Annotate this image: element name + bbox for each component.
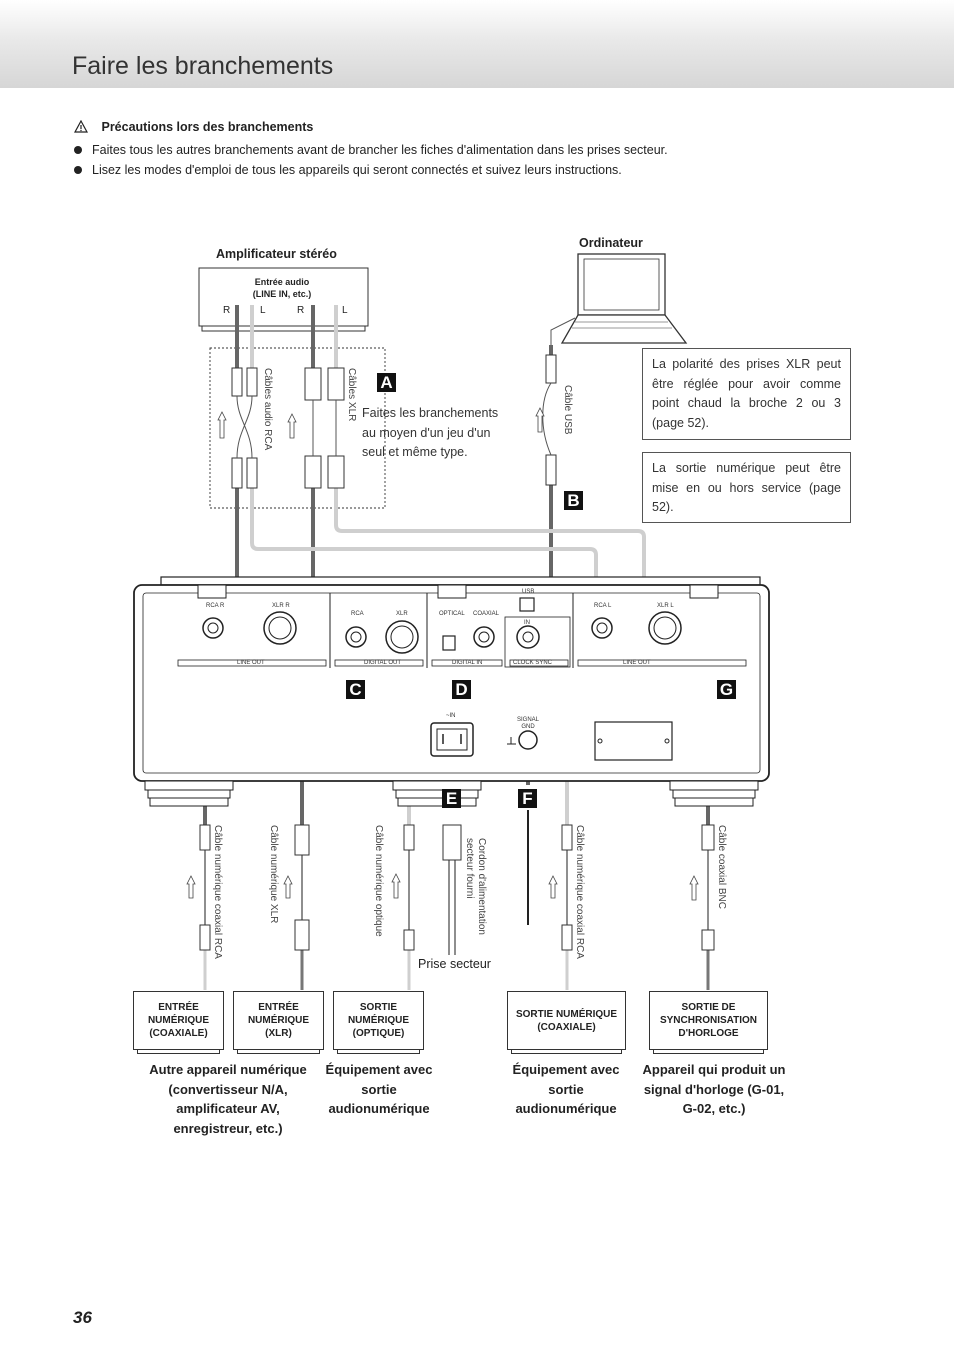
computer-title: Ordinateur (579, 236, 643, 250)
channel-label: R (223, 305, 231, 316)
marker-f: F (518, 789, 537, 808)
warning-triangle-icon (74, 120, 88, 133)
cable-label-usb: Câble USB (562, 385, 573, 435)
cable-label-digital-coax: Câble numérique coaxial RCA (212, 825, 223, 959)
panel-label-xlr-r: XLR R (272, 603, 290, 609)
device-box-label: SORTIE NUMÉRIQUE (COAXIALE) (515, 1008, 618, 1033)
marker-d: D (452, 680, 471, 699)
cable-label-rca-audio: Câbles audio RCA (262, 368, 273, 451)
rear-panel (133, 576, 770, 807)
caution-bullets: Faites tous les autres branchements avan… (74, 140, 668, 180)
laptop-icon (560, 253, 688, 344)
caution-block: Précautions lors des branchements (74, 120, 313, 134)
panel-label-rca: RCA (351, 611, 364, 617)
panel-label-rca-r: RCA R (206, 603, 225, 609)
channel-label: L (260, 305, 266, 316)
caption-clock-source: Appareil qui produit un signal d'horloge… (642, 1062, 786, 1116)
caption-coax-source: Équipement avec sortie audionumérique (512, 1062, 620, 1116)
device-box-clock-out: SORTIE DE SYNCHRONISATION D'HORLOGE (649, 991, 768, 1054)
amplifier-box (198, 267, 369, 327)
panel-label-usb: USB (522, 589, 535, 595)
outlet-label: Prise secteur (418, 957, 491, 971)
device-box-optical-out: SORTIE NUMÉRIQUE (OPTIQUE) (333, 991, 424, 1054)
caution-bullet: Faites tous les autres branchements avan… (74, 140, 668, 160)
marker-c: C (346, 680, 365, 699)
device-box-xlr-in: ENTRÉE NUMÉRIQUE (XLR) (233, 991, 324, 1054)
cable-label-digital-coax-2: Câble numérique coaxial RCA (574, 825, 585, 959)
panel-label-digital-in: DIGITAL IN (452, 660, 483, 666)
marker-b: B (564, 491, 583, 510)
device-box-label: ENTRÉE NUMÉRIQUE (XLR) (247, 1002, 310, 1039)
cable-label-digital-xlr: Câble numérique XLR (268, 825, 279, 924)
caution-heading: Précautions lors des branchements (101, 120, 314, 134)
page-title: Faire les branchements (72, 52, 334, 80)
channel-label: L (342, 305, 348, 316)
caption-other-digital: Autre appareil numérique (convertisseur … (149, 1062, 307, 1136)
cable-label-bnc: Câble coaxial BNC (716, 825, 727, 909)
panel-label-ac-in: ~IN (446, 713, 456, 719)
panel-label-xlr: XLR (396, 611, 408, 617)
channel-label: R (297, 305, 305, 316)
marker-e: E (442, 789, 461, 808)
note-digital-output: La sortie numérique peut être mise en ou… (642, 452, 851, 523)
panel-label-optical: OPTICAL (439, 611, 465, 617)
note-same-type: Faites les branchements au moyen d'un je… (362, 406, 499, 459)
caution-bullet-text: Lisez les modes d'emploi de tous les app… (92, 163, 622, 177)
cable-label-xlr: Câbles XLR (346, 368, 357, 422)
amplifier-title: Amplificateur stéréo (216, 247, 337, 261)
caption-optical-source: Équipement avec sortie audionumérique (325, 1062, 433, 1116)
analog-group-frame (209, 347, 386, 509)
panel-label-rca-l: RCA L (594, 603, 612, 609)
caution-bullet: Lisez les modes d'emploi de tous les app… (74, 160, 668, 180)
panel-label-line-out: LINE OUT (237, 660, 265, 666)
device-box-label: SORTIE DE SYNCHRONISATION D'HORLOGE (659, 1002, 758, 1039)
arrow-up-icon (186, 407, 699, 901)
panel-label-in: IN (524, 620, 530, 626)
panel-label-coaxial: COAXIAL (473, 611, 500, 617)
amplifier-input-label: Entrée audio (LINE IN, etc.) (252, 277, 312, 299)
caution-bullet-text: Faites tous les autres branchements avan… (92, 143, 668, 157)
device-box-label: ENTRÉE NUMÉRIQUE (COAXIALE) (147, 1002, 210, 1039)
marker-g: G (717, 680, 736, 699)
panel-label-clock-sync: CLOCK SYNC (513, 660, 553, 666)
panel-label-xlr-l: XLR L (657, 603, 674, 609)
marker-a: A (377, 373, 396, 392)
page-number: 36 (73, 1308, 92, 1327)
page-header (0, 0, 954, 88)
device-box-coax-out: SORTIE NUMÉRIQUE (COAXIALE) (507, 991, 626, 1054)
note-xlr-polarity: La polarité des prises XLR peut être rég… (642, 348, 851, 440)
panel-label-digital-out: DIGITAL OUT (364, 660, 402, 666)
cable-label-power-cord: Cordon d'alimentation secteur fourni (464, 838, 487, 935)
cable-label-digital-optical: Câble numérique optique (373, 825, 384, 937)
panel-label-line-out-2: LINE OUT (623, 660, 651, 666)
device-box-label: SORTIE NUMÉRIQUE (OPTIQUE) (347, 1002, 410, 1039)
panel-label-signal-gnd: SIGNAL GND (517, 717, 540, 730)
device-box-coax-in: ENTRÉE NUMÉRIQUE (COAXIALE) (133, 991, 224, 1054)
